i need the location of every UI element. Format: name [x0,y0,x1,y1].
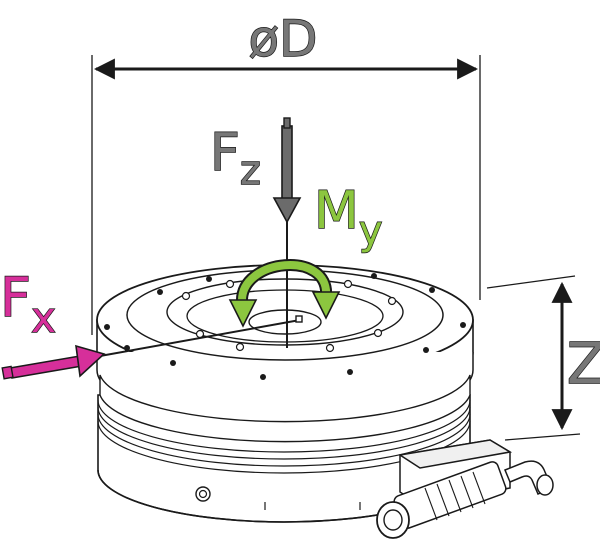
motor-unit [376,439,554,539]
fz-arrow-head [272,197,302,224]
outer-bolt-holes [104,273,466,380]
inner-hole [181,291,191,301]
inner-hole [225,279,235,289]
bolt-hole [104,324,110,330]
bolt-hole [260,374,266,380]
motor-fin [460,475,474,509]
inner-holes [181,279,397,353]
motor-fin [472,471,486,505]
inner-hole [235,342,245,352]
cable-connector [536,474,554,496]
motor-end-cap-inner [383,509,403,531]
fx-label-sub: x [31,293,56,342]
motor-fin [436,483,450,517]
horizontal-lever [99,319,301,357]
inner-hole [343,279,353,289]
my-label-main: M [314,181,359,241]
bolt-hole [157,289,163,295]
my-arrow-head-right [311,291,341,320]
my-label: My [314,181,383,254]
bolt-hole [170,360,176,366]
housing-groove-2 [97,406,471,460]
fz-arrow-tail [283,117,291,129]
inner-hole [373,328,383,338]
fz-arrow-shaft [281,125,293,203]
housing-groove-4 [97,420,471,474]
bolt-hole [347,369,353,375]
fz-label: Fz [210,123,261,194]
fz-label-main: F [210,123,240,183]
fz-label-sub: z [240,148,261,194]
bolt-hole [460,322,466,328]
fx-arrow-head [75,344,106,378]
fz-arrow [272,117,302,224]
diameter-label: øD [248,10,317,68]
inner-hole [387,296,397,306]
housing-groove-3 [97,413,471,467]
bolt-hole [423,347,429,353]
motor-fin [424,487,438,521]
inner-hole [325,343,335,353]
my-arrow-head-left [228,299,258,328]
inner-hole [195,329,205,339]
bolt-hole [206,276,212,282]
diameter-dimension: øD [91,9,481,335]
fx-arrow-shaft [9,355,83,379]
height-extension-top [486,275,576,289]
housing-plug-inner [198,489,208,499]
motor-fin [448,479,462,513]
bolt-hole [371,273,377,279]
height-label: Z [567,332,600,397]
housing-groove-1 [97,399,471,453]
height-extension-bottom [504,433,581,441]
motor-mount-top [397,439,513,469]
height-dimension: Z [486,275,600,441]
my-arrow [228,259,341,328]
fx-arrow-tail [1,365,14,380]
my-label-sub: y [359,208,383,254]
my-arrow-arc-fill [237,261,331,303]
bolt-hole [429,287,435,293]
bolt-hole [124,345,130,351]
load-shaft [99,200,303,357]
lever-tip [295,315,303,323]
fx-label-main: F [0,266,31,329]
flange-shelf-line [99,374,471,443]
fx-arrow [1,344,106,380]
motor-fins [424,471,486,521]
fx-label: Fx [0,266,56,342]
